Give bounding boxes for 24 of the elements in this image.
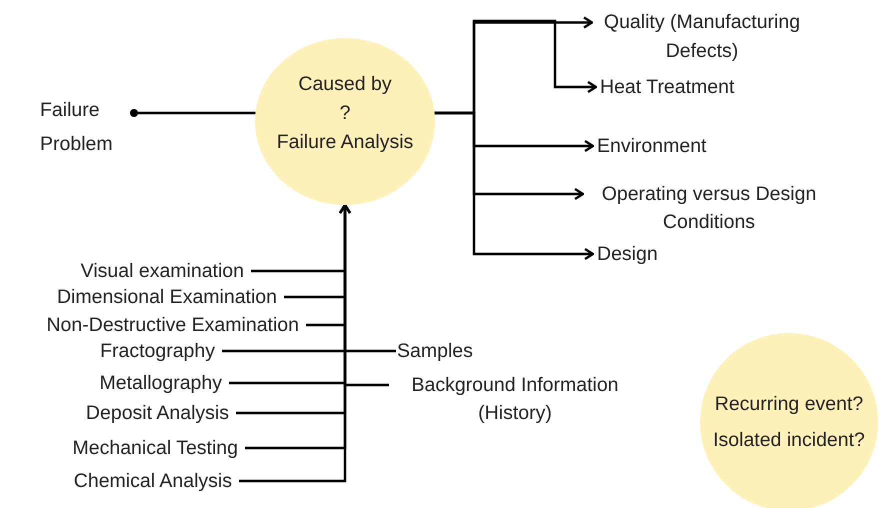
node-text: Recurring event? [714,392,864,417]
connector-line [130,108,256,118]
cause-label: Environment [597,132,747,160]
node-text: ? [340,101,350,126]
method-label: Metallography [100,372,222,394]
problem-label: Failure Problem [40,93,128,161]
cause-label: Quality (Manufacturing Defects) [596,8,808,66]
method-label: Dimensional Examination [56,286,277,308]
cause-label: Heat Treatment [600,73,770,101]
arrow [338,204,389,386]
method-label: Mechanical Testing [72,437,238,459]
input-label: Background Information (History) [390,371,640,427]
method-label: Fractography [100,340,215,362]
input-label: Samples [397,337,487,365]
node-text: Isolated incident? [713,428,865,453]
arrow [434,112,594,260]
node-text: Caused by [298,72,392,97]
cause-label: Design [597,240,697,268]
method-label: Visual examination [80,260,244,282]
method-label: Deposit Analysis [86,402,229,424]
method-label: Chemical Analysis [74,470,232,492]
cause-label: Operating versus Design Conditions [587,180,831,236]
node-text: Failure Analysis [276,130,414,155]
method-label: Non-Destructive Examination [46,314,299,336]
